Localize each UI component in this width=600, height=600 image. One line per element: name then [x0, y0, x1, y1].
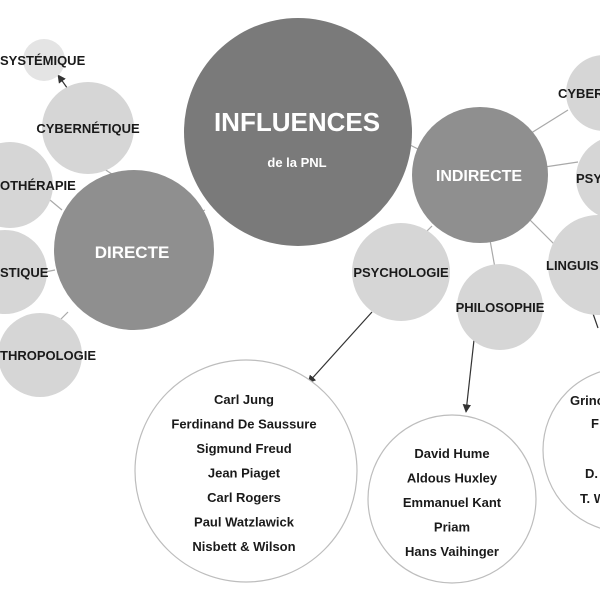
otherapie-node [0, 142, 53, 228]
directe-label: DIRECTE [95, 243, 170, 262]
nodes [0, 18, 600, 397]
person-name: F [591, 416, 599, 431]
connector-directe-otherapie [49, 199, 63, 211]
connector-indirecte-philosophie [489, 239, 496, 269]
person-name: Hans Vaihinger [405, 544, 499, 559]
center-subtitle: de la PNL [267, 155, 326, 170]
systemique-label: SYSTÉMIQUE [0, 53, 86, 68]
node-labels: INFLUENCES de la PNL DIRECTE INDIRECTE S… [0, 53, 600, 363]
person-name: Nisbett & Wilson [192, 539, 295, 554]
cybernetique-label: CYBERNÉTIQUE [36, 121, 140, 136]
indirecte-node [412, 107, 548, 243]
indirecte-label: INDIRECTE [436, 168, 523, 185]
philosophie-label: PHILOSOPHIE [456, 300, 545, 315]
center-title: INFLUENCES [214, 107, 380, 137]
stique-label: STIQUE [0, 265, 49, 280]
cyber-label: CYBER [558, 86, 600, 101]
thropologie-node [0, 313, 82, 397]
linguis-label: LINGUIS [546, 258, 599, 273]
otherapie-label: OTHÉRAPIE [0, 178, 76, 193]
person-name: Jean Piaget [208, 466, 281, 481]
person-name: Emmanuel Kant [403, 495, 502, 510]
psychologie-node [352, 223, 450, 321]
linguistique-people-list: GrincF D. T. W [570, 393, 600, 506]
connector-indirecte-linguis [529, 219, 556, 246]
systemique-node [23, 39, 65, 81]
person-name: Grinc [570, 393, 600, 408]
psy-label: PSY [576, 171, 600, 186]
person-name: Carl Jung [214, 392, 274, 407]
directe-node [54, 170, 214, 330]
arrow-psychologie-people [307, 311, 373, 384]
cyber-node [566, 55, 600, 131]
people-circles [134, 359, 600, 584]
person-name: Aldous Huxley [407, 471, 498, 486]
person-name: Carl Rogers [207, 490, 281, 505]
psychologie-people-circle [134, 359, 358, 583]
thropologie-label: THROPOLOGIE [0, 348, 96, 363]
person-name: Priam [434, 520, 470, 535]
arrow-philosophie-people [462, 339, 475, 413]
linguistique-people-circle [542, 371, 600, 529]
philosophie-people-circle [367, 414, 537, 584]
person-name: T. W [580, 491, 600, 506]
person-name: D. [585, 466, 598, 481]
person-name: Ferdinand De Saussure [171, 417, 316, 432]
psychologie-label: PSYCHOLOGIE [353, 265, 449, 280]
person-name: Sigmund Freud [196, 441, 291, 456]
cybernetique-node [42, 82, 134, 174]
linguis-node [548, 215, 600, 315]
stique-node [0, 230, 47, 314]
person-name: Paul Watzlawick [194, 515, 295, 530]
center-node [184, 18, 412, 246]
person-name: David Hume [414, 446, 489, 461]
philosophie-node [457, 264, 543, 350]
psy-node [576, 140, 600, 216]
